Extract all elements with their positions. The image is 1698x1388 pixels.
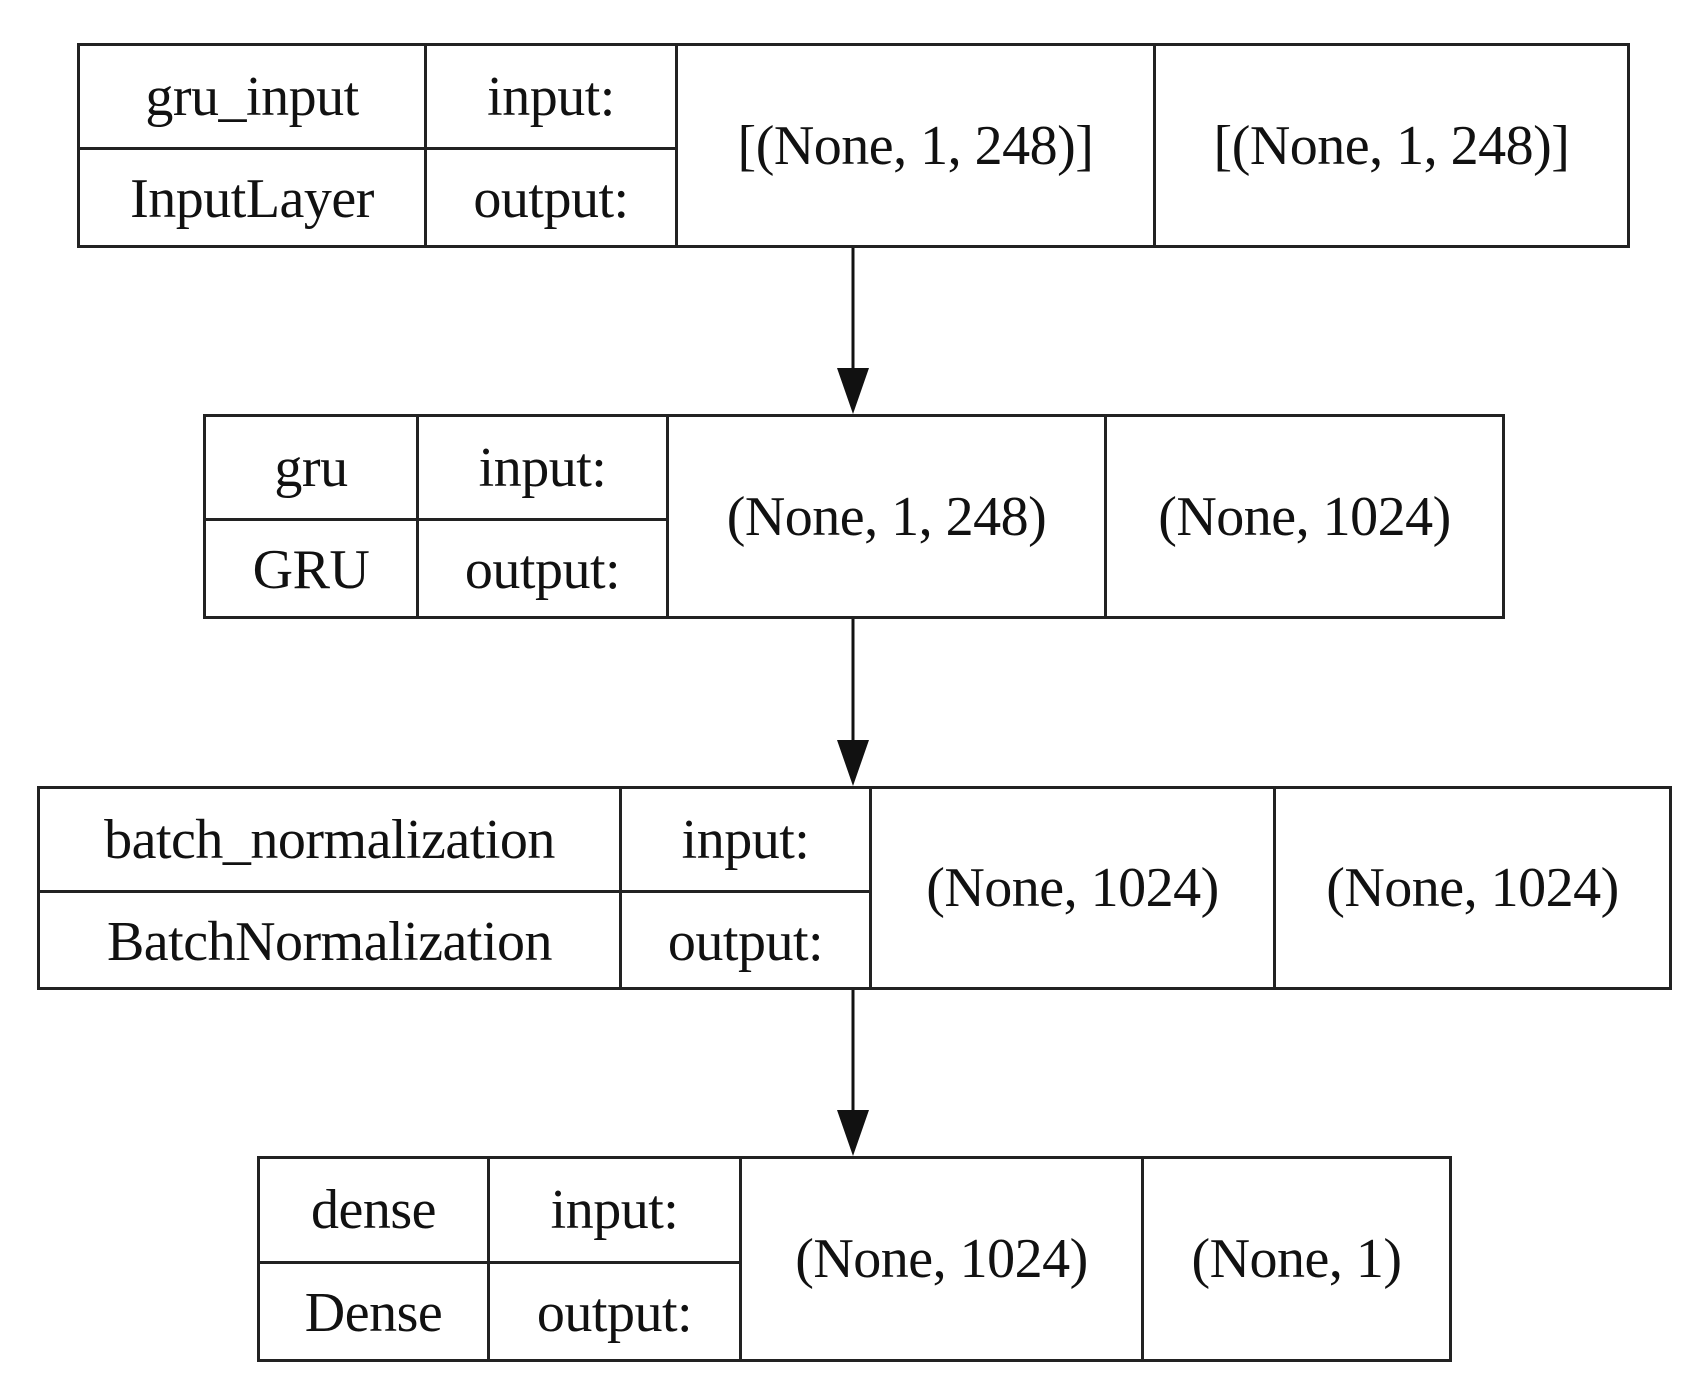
layer-name: batch_normalization bbox=[104, 808, 555, 871]
output-label: output: bbox=[416, 518, 666, 619]
output-shape: [(None, 1, 248)] bbox=[1153, 46, 1627, 245]
edge-gru-to-batch-normalization bbox=[837, 619, 869, 786]
output-shape: (None, 1024) bbox=[1273, 789, 1669, 987]
layer-type: GRU bbox=[206, 518, 416, 619]
layer-name: gru bbox=[274, 436, 348, 499]
input-shape: (None, 1024) bbox=[869, 789, 1273, 987]
layer-name: dense bbox=[310, 1179, 437, 1241]
input-label: input: bbox=[487, 1159, 739, 1261]
output-shape: (None, 1024) bbox=[1104, 417, 1502, 616]
output-shape: (None, 1) bbox=[1141, 1159, 1449, 1359]
layer-node-gru: gru GRU input: output: (None, 1, 248) (N… bbox=[203, 414, 1505, 619]
edge-batch-normalization-to-dense bbox=[837, 990, 869, 1156]
layer-name: gru_input bbox=[145, 65, 359, 128]
input-shape: (None, 1024) bbox=[739, 1159, 1141, 1359]
output-label: output: bbox=[619, 890, 869, 990]
output-label: output: bbox=[424, 147, 675, 248]
input-label: input: bbox=[619, 789, 869, 890]
layer-type: Dense bbox=[260, 1261, 487, 1362]
layer-node-dense: dense Dense input: output: (None, 1024) … bbox=[257, 1156, 1452, 1362]
layer-type: InputLayer bbox=[80, 147, 424, 248]
input-shape: (None, 1, 248) bbox=[666, 417, 1104, 616]
layer-node-gru-input: gru_input InputLayer input: output: [(No… bbox=[77, 43, 1630, 248]
input-shape: [(None, 1, 248)] bbox=[675, 46, 1153, 245]
layer-type: BatchNormalization bbox=[40, 890, 619, 990]
input-label: input: bbox=[424, 46, 675, 147]
output-label: output: bbox=[487, 1261, 739, 1362]
edge-gru-input-to-gru bbox=[837, 248, 869, 414]
layer-node-batch-normalization: batch_normalization BatchNormalization i… bbox=[37, 786, 1672, 990]
input-label: input: bbox=[416, 417, 666, 518]
